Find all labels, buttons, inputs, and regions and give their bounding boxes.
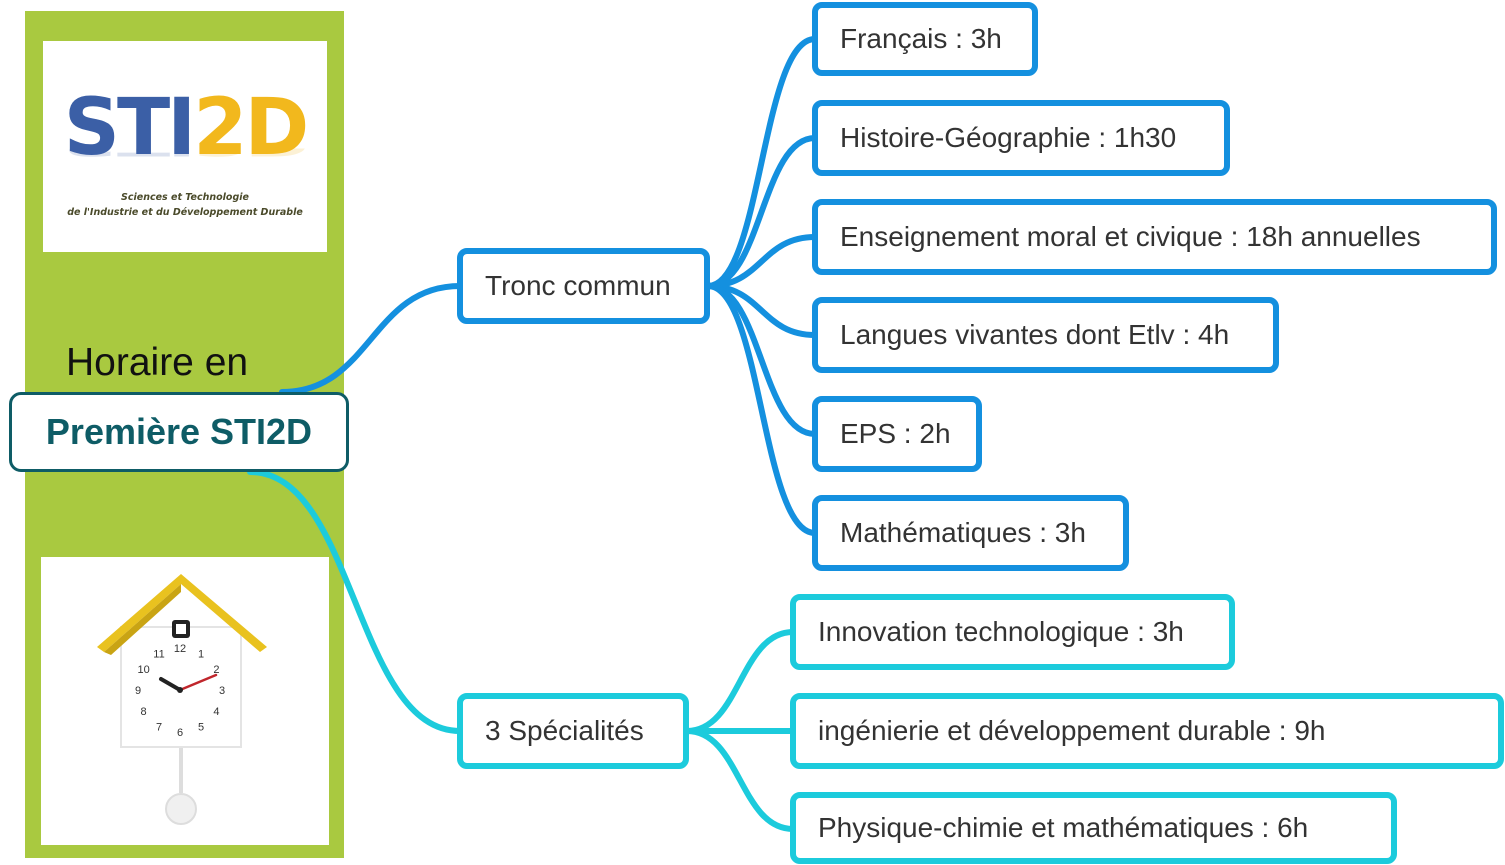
branch-label: 3 Spécialités	[485, 715, 644, 746]
leaf-label: EPS : 2h	[840, 418, 951, 449]
leaf-node-mathematiques[interactable]: Mathématiques : 3h	[812, 495, 1129, 571]
connector-tronc-leaf	[705, 135, 818, 289]
leaf-label: Histoire-Géographie : 1h30	[840, 122, 1177, 153]
logo-part-2d: 2D	[193, 83, 309, 173]
leaf-node-emc[interactable]: Enseignement moral et civique : 18h annu…	[812, 199, 1497, 275]
leaf-node-ingenierie-developpement-durable[interactable]: ingénierie et développement durable : 9h	[790, 693, 1504, 769]
sti2d-logo: STI2D STI2D Sciences et Technologie de l…	[43, 41, 327, 252]
connector-root-tronc	[279, 283, 463, 395]
leaf-node-physique-chimie-mathematiques[interactable]: Physique-chimie et mathématiques : 6h	[790, 792, 1397, 864]
connector-root-specialites	[247, 469, 463, 734]
leaf-label: Mathématiques : 3h	[840, 517, 1086, 548]
root-caption: Horaire en	[66, 341, 249, 384]
clock-number: 6	[177, 727, 183, 739]
clock-number: 10	[137, 664, 149, 676]
leaf-label: ingénierie et développement durable : 9h	[818, 715, 1326, 746]
logo-part-sti: STI	[63, 83, 196, 173]
connector-tronc-leaf	[705, 234, 818, 289]
leaf-node-eps[interactable]: EPS : 2h	[812, 396, 982, 472]
leaf-label: Innovation technologique : 3h	[818, 616, 1184, 647]
connector-specialites-leaf	[684, 728, 796, 832]
clock-number: 11	[153, 649, 164, 661]
leaf-node-francais[interactable]: Français : 3h	[812, 2, 1038, 76]
branch-label: Tronc commun	[485, 270, 671, 301]
clock-number: 1	[198, 649, 204, 661]
leaf-label: Enseignement moral et civique : 18h annu…	[840, 221, 1421, 252]
connector-tronc-leaf	[705, 36, 818, 289]
clock-number: 5	[198, 721, 204, 733]
clock-number: 3	[219, 685, 225, 697]
root-node-label: Première STI2D	[45, 411, 313, 452]
leaf-node-histoire-geographie[interactable]: Histoire-Géographie : 1h30	[812, 100, 1230, 176]
branch-node-specialites[interactable]: 3 Spécialités	[457, 693, 689, 769]
clock-number: 7	[156, 721, 162, 733]
leaf-label: Physique-chimie et mathématiques : 6h	[818, 812, 1309, 843]
clock-number: 8	[141, 706, 147, 718]
logo-subtitle-line2: de l'Industrie et du Développement Durab…	[67, 207, 303, 218]
leaf-label: Langues vivantes dont Etlv : 4h	[840, 319, 1230, 350]
logo-subtitle-line1: Sciences et Technologie	[121, 192, 249, 203]
clock-number: 2	[213, 664, 219, 676]
connector-specialites-leaf	[684, 629, 796, 734]
logo-wordmark: STI2D	[43, 89, 327, 167]
connector-tronc-leaf	[705, 283, 818, 536]
branch-node-tronc-commun[interactable]: Tronc commun	[457, 248, 710, 324]
clock-number: 12	[174, 643, 186, 655]
root-node[interactable]: Première STI2D	[9, 392, 349, 472]
clock-number: 9	[135, 685, 141, 697]
leaf-node-innovation-technologique[interactable]: Innovation technologique : 3h	[790, 594, 1235, 670]
leaf-node-langues-vivantes[interactable]: Langues vivantes dont Etlv : 4h	[812, 297, 1279, 373]
leaf-label: Français : 3h	[840, 23, 1002, 54]
clock-number: 4	[213, 706, 219, 718]
